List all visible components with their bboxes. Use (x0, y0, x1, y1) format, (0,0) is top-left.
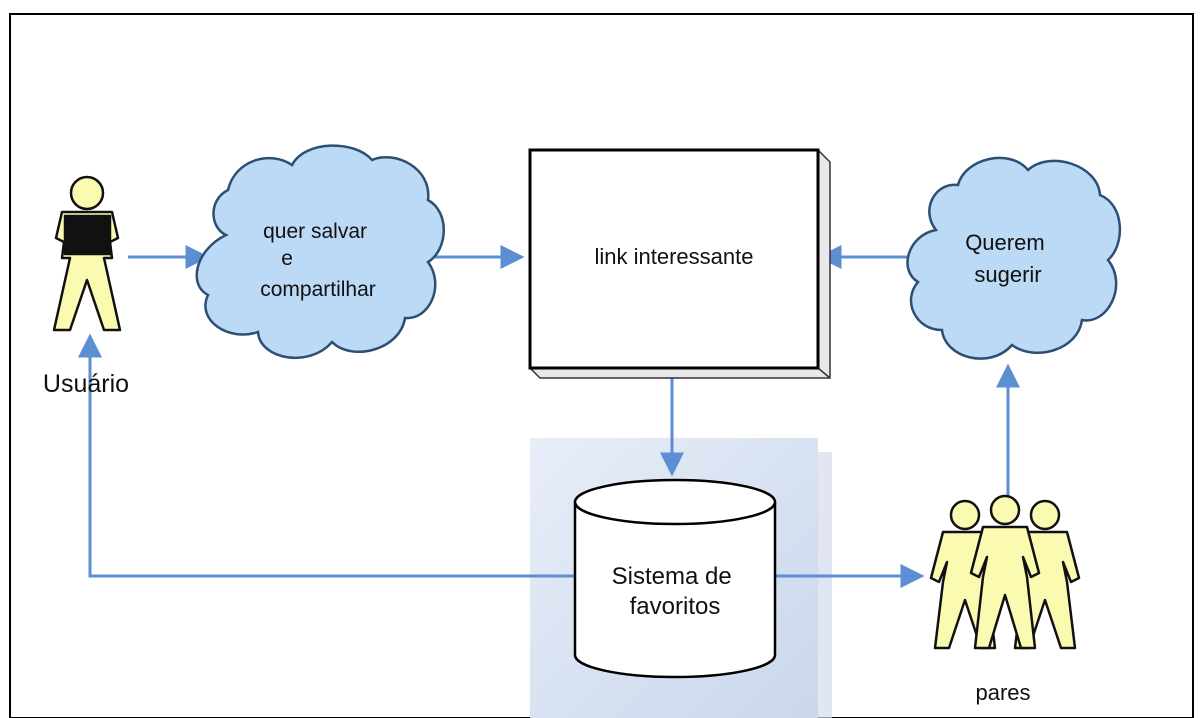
database-line-1: Sistema de (612, 563, 732, 590)
user-label: Usuário (43, 370, 129, 398)
cloud-right-icon (906, 156, 1121, 360)
link-box-label: link interessante (595, 244, 754, 269)
laptop-icon (63, 214, 112, 256)
database-cylinder-icon (573, 478, 777, 679)
database-line-2: favoritos (630, 593, 721, 620)
cloud-left-line-3: compartilhar (260, 278, 376, 301)
link-box (528, 148, 831, 379)
cloud-left-text: quer salvar e compartilhar (260, 220, 376, 301)
user-figure-icon (52, 175, 122, 332)
cloud-right-line-1: Querem (965, 230, 1044, 255)
edge-database-to-user (78, 333, 575, 578)
cloud-right-text: Querem sugerir (965, 230, 1051, 287)
peer-person-icon (969, 494, 1041, 650)
edges (78, 245, 1020, 588)
database-text: Sistema de favoritos (612, 563, 739, 620)
cloud-right-line-2: sugerir (974, 262, 1041, 287)
cloud-left-line-1: quer salvar (263, 220, 367, 243)
peers-label: pares (975, 680, 1030, 705)
peers-group-icon (929, 494, 1081, 650)
cloud-left-line-2: e (281, 247, 293, 270)
cloud-left-icon (195, 144, 445, 359)
